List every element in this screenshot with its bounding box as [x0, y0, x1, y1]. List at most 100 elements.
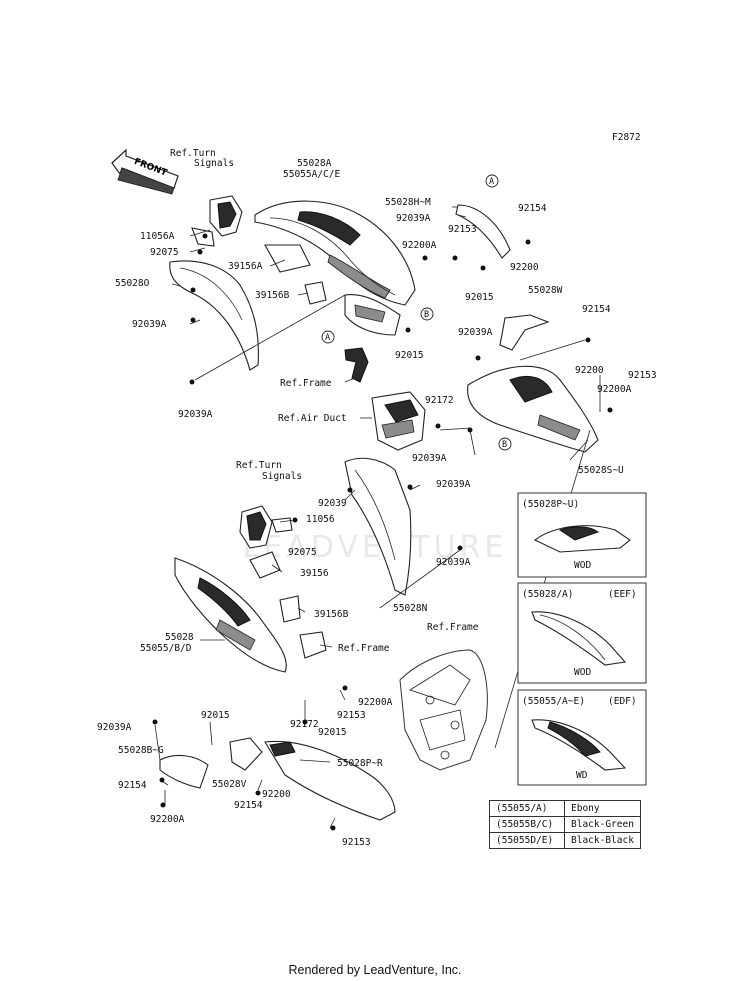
part-label: 92153 [448, 224, 477, 235]
part-label: 39156B [314, 609, 349, 620]
table-row: (55055B/C) Black-Green [489, 816, 641, 833]
inset-box-55028p-u [517, 492, 647, 578]
part-label: 92015 [465, 292, 494, 303]
side-cowl-55028o [169, 260, 259, 371]
front-arrow-icon: FRONT [111, 148, 179, 195]
part-label: 92015 [395, 350, 424, 361]
part-labels: Ref.Turn Signals 55028A 55055A/C/E 55028… [97, 148, 657, 848]
inset-tag: (EDF) [608, 696, 637, 707]
svg-text:B: B [502, 440, 507, 450]
part-label: 92200A [597, 384, 632, 395]
part-label: 39156 [300, 568, 329, 579]
part-label: 92153 [628, 370, 657, 381]
diagram-code: F2872 [612, 132, 641, 143]
part-label: 92039A [436, 479, 471, 490]
part-label: 11056 [306, 514, 335, 525]
inner-panel-upper [344, 294, 401, 336]
part-label: 92200 [510, 262, 539, 273]
part-label: Ref.Frame [427, 622, 479, 633]
inner-cover-39156b-mid [279, 595, 301, 623]
part-label: 55028P~R [337, 758, 383, 769]
part-label: 39156B [255, 290, 290, 301]
part-label: 92172 [425, 395, 454, 406]
footer-credit: Rendered by LeadVenture, Inc. [288, 963, 462, 977]
inset-title: (55028P~U) [522, 499, 580, 510]
right-cowl-55028s-u [467, 365, 599, 453]
part-label: 92039A [132, 319, 167, 330]
lower-trim-55028v [229, 737, 263, 771]
part-label: Ref.Frame [338, 643, 390, 654]
table-cell: (55055D/E) [489, 832, 565, 849]
part-label: 55028V [212, 779, 247, 790]
part-label: 55028N [393, 603, 428, 614]
inset-color-code: WOD [574, 667, 592, 678]
table-cell: Ebony [564, 800, 641, 817]
part-label: 92153 [337, 710, 366, 721]
table-row: (55055D/E) Black-Black [489, 832, 641, 849]
svg-text:B: B [424, 310, 429, 320]
lower-cowl-55028b-g [159, 754, 209, 789]
part-label: 92039A [396, 213, 431, 224]
table-cell: (55055/A) [489, 800, 565, 817]
part-label: 55028A [297, 158, 332, 169]
part-label: Ref.Air Duct [278, 413, 347, 424]
table-cell: Black-Green [564, 816, 641, 833]
part-label: 92015 [318, 727, 347, 738]
part-label: 92200A [402, 240, 437, 251]
part-label: 92039A [412, 453, 447, 464]
part-label: 92153 [342, 837, 371, 848]
part-label: 92172 [290, 719, 319, 730]
color-legend-table: (55055/A) Ebony (55055B/C) Black-Green (… [489, 800, 641, 849]
svg-text:A: A [325, 333, 330, 343]
table-cell: Black-Black [564, 832, 641, 849]
part-label: 55055/B/D [140, 643, 192, 654]
part-label: Ref.Turn [236, 460, 282, 471]
callout-b-right: B [498, 437, 512, 451]
part-label: 92154 [518, 203, 547, 214]
inner-cover-39156b-top [304, 281, 327, 305]
part-label: 92075 [150, 247, 179, 258]
part-label: 92154 [118, 780, 147, 791]
part-label: 92015 [201, 710, 230, 721]
inset-color-code: WD [576, 770, 588, 781]
inner-panel-55028n [344, 457, 412, 596]
part-label: 92200A [150, 814, 185, 825]
inset-box-55028a [517, 582, 647, 684]
part-label: 92039A [97, 722, 132, 733]
turn-signal-bracket-mid [239, 505, 293, 549]
part-label: Ref.Frame [280, 378, 332, 389]
left-fairing-55028 [174, 557, 287, 673]
svg-text:A: A [489, 177, 494, 187]
inner-cover-39156a [264, 244, 311, 273]
frame-bracket-mid [299, 631, 327, 659]
part-label: 55028H~M [385, 197, 431, 208]
part-label: Ref.Turn [170, 148, 216, 159]
callout-b-top: B [420, 307, 434, 321]
inset-title: (55055/A~E) [522, 696, 585, 707]
part-label: 92075 [288, 547, 317, 558]
part-label: 11056A [140, 231, 175, 242]
part-label: 55028W [528, 285, 563, 296]
air-duct [371, 391, 426, 451]
part-label: 92039A [178, 409, 213, 420]
table-row: (55055/A) Ebony [489, 800, 641, 817]
inset-box-55055a-e [517, 689, 647, 786]
part-label: 55028O [115, 278, 150, 289]
fasteners [152, 233, 613, 831]
inner-cover-39156 [249, 551, 281, 579]
part-label: Signals [194, 158, 234, 169]
upper-cowl-55028a [254, 200, 416, 306]
under-cowl-55028p-r [264, 740, 396, 821]
part-label: 55055A/C/E [283, 169, 340, 180]
trim-piece-55028w [499, 314, 550, 351]
table-cell: (55055B/C) [489, 816, 565, 833]
callout-a-top: A [485, 174, 499, 188]
inset-title: (55028/A) [522, 589, 574, 600]
frame-bracket [344, 347, 369, 383]
part-label: 92200 [262, 789, 291, 800]
part-label: 92039 [318, 498, 347, 509]
part-label: Signals [262, 471, 302, 482]
part-label: 92039A [436, 557, 471, 568]
